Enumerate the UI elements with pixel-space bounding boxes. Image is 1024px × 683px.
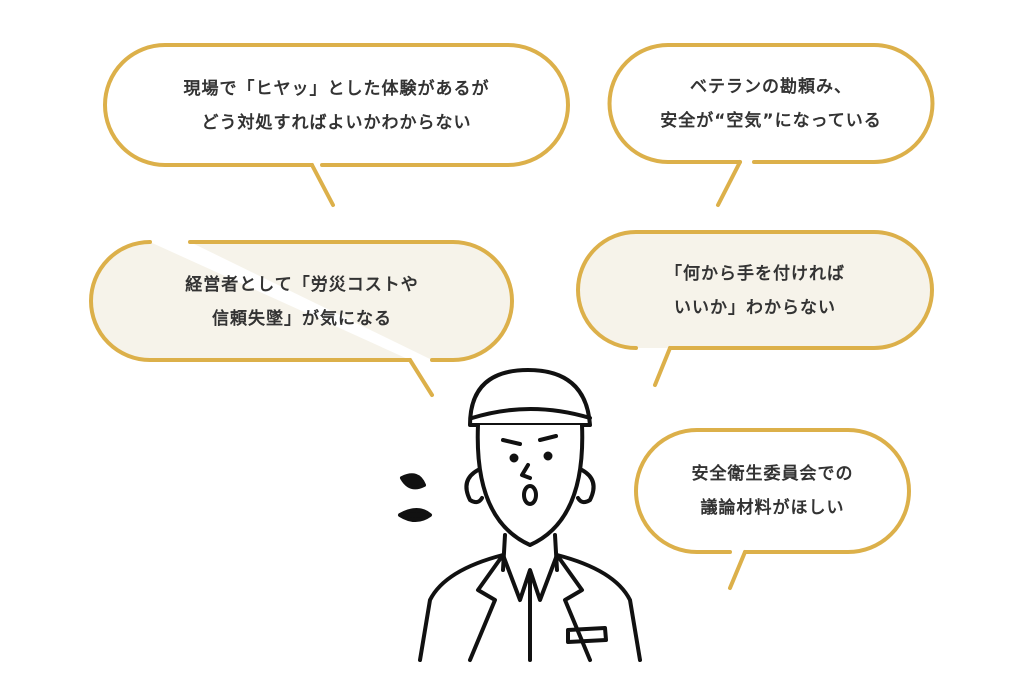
bubble-5-line-1: 安全衛生委員会での	[691, 464, 854, 484]
bubble-1-text: 現場で「ヒヤッ」とした体験があるが どう対処すればよいかわからない	[105, 72, 568, 140]
bubble-3-text: 経営者として「労災コストや 信頼失墜」が気になる	[92, 268, 512, 336]
speech-bubble-2	[607, 43, 935, 207]
bubble-3-line-2: 信頼失墜」が気になる	[212, 309, 392, 329]
speech-bubble-3	[89, 240, 514, 397]
speech-bubble-4	[576, 230, 934, 387]
bubble-2-line-2: 安全が“空気”になっている	[660, 111, 882, 131]
bubble-4-line-1: 「何から手を付ければ	[665, 264, 845, 284]
bubble-2-line-1: ベテランの勘頼み、	[690, 77, 852, 97]
speech-bubble-1	[103, 43, 570, 207]
bubble-4-line-2: いいか」わからない	[674, 298, 836, 318]
bubble-2-text: ベテランの勘頼み、 安全が“空気”になっている	[610, 70, 932, 138]
bubble-5-line-2: 議論材料がほしい	[700, 498, 845, 518]
bubble-1-line-1: 現場で「ヒヤッ」とした体験があるが	[183, 79, 490, 99]
speech-bubble-5	[634, 428, 911, 590]
bubble-4-text: 「何から手を付ければ いいか」わからない	[578, 257, 932, 325]
bubble-3-line-1: 経営者として「労災コストや	[185, 275, 419, 295]
worried-worker-icon	[398, 368, 642, 662]
bubble-1-line-2: どう対処すればよいかわからない	[201, 113, 472, 133]
bubble-5-text: 安全衛生委員会での 議論材料がほしい	[637, 457, 908, 525]
